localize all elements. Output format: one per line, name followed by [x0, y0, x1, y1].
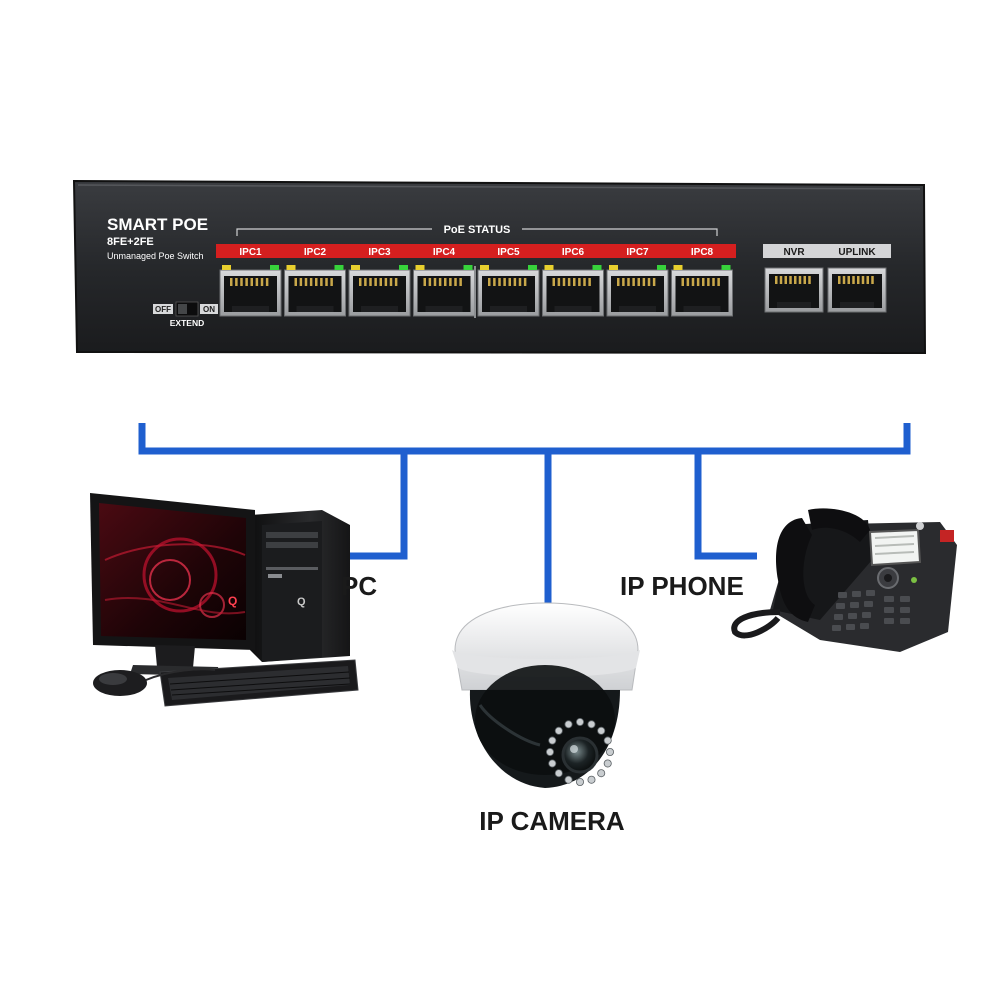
uplink-port-label-strip [763, 244, 891, 258]
extend-toggle-knob[interactable] [178, 304, 187, 314]
phone-handset [776, 518, 815, 622]
poe-port-label-7: IPC7 [626, 247, 649, 258]
pc-label: PC [341, 571, 377, 601]
ir-led [576, 778, 585, 787]
ip-camera-label: IP CAMERA [479, 806, 625, 836]
poe-port-3[interactable] [348, 265, 411, 317]
poe-status-bracket: PoE STATUS [236, 224, 718, 236]
ir-led [554, 769, 563, 778]
poe-port-label-2: IPC2 [304, 247, 327, 258]
extend-off-label: OFF [155, 305, 171, 314]
ir-led [597, 726, 606, 735]
ir-led [546, 748, 555, 757]
poe-port-7-poe-led [657, 265, 666, 270]
poe-port-8-link-led [673, 265, 683, 270]
uplink-ports [764, 267, 887, 313]
poe-port-5-link-led [480, 265, 489, 270]
poe-port-8[interactable] [671, 265, 733, 317]
poe-port-label-strip [216, 244, 736, 258]
uplink-port-labels: NVR UPLINK [783, 247, 876, 258]
extend-toggle[interactable]: OFF ON EXTEND [153, 301, 218, 328]
phone-cord [731, 609, 781, 639]
poe-port-4-link-led [415, 265, 425, 270]
pc-keyboard [159, 659, 359, 707]
screen-wallpaper-ornament-icon [142, 537, 218, 613]
poe-port-8-poe-led [721, 265, 731, 270]
phone-keypad [832, 590, 910, 631]
poe-port-4-poe-led [463, 265, 473, 270]
poe-port-4[interactable] [413, 265, 475, 317]
ir-led [576, 718, 585, 727]
ir-led [587, 720, 596, 729]
uplink-port-label-2: UPLINK [838, 247, 876, 258]
poe-port-6[interactable] [542, 265, 604, 317]
ir-led [564, 720, 573, 729]
poe-port-2-poe-led [334, 265, 344, 270]
uplink-port-2[interactable] [827, 267, 887, 313]
poe-port-label-6: IPC6 [562, 247, 585, 258]
camera-ir-led-ring [546, 718, 615, 787]
ir-led [564, 775, 573, 784]
tower-logo-icon: Q [297, 596, 306, 608]
pc-tower: Q [250, 510, 350, 662]
poe-port-5[interactable] [477, 265, 540, 317]
extend-label: EXTEND [170, 318, 204, 328]
pc-illustration: Q Q [90, 493, 359, 707]
poe-port-3-poe-led [399, 265, 408, 270]
poe-port-6-link-led [544, 265, 554, 270]
ir-led [603, 736, 612, 745]
phone-screen [868, 528, 922, 567]
poe-port-1-poe-led [270, 265, 279, 270]
switch-model: 8FE+2FE [107, 236, 154, 248]
ip-phone-label: IP PHONE [620, 571, 744, 601]
phone-brand-icon [916, 522, 924, 530]
ir-led [548, 759, 557, 768]
poe-port-label-1: IPC1 [239, 247, 262, 258]
connection-lines [138, 423, 911, 608]
pc-monitor: Q [90, 493, 255, 676]
phone-connector-line [694, 451, 757, 560]
poe-port-labels: IPC1 IPC2 IPC3 IPC4 IPC5 IPC6 IPC7 IPC8 [239, 247, 713, 258]
uplink-port-label-1: NVR [783, 247, 805, 258]
ir-led [597, 769, 606, 778]
ir-led [548, 736, 557, 745]
poe-port-5-poe-led [528, 265, 537, 270]
camera-lens [561, 736, 599, 774]
screen-logo-icon: Q [228, 594, 237, 608]
uplink-port-1[interactable] [764, 267, 824, 313]
poe-port-label-8: IPC8 [691, 247, 714, 258]
poe-port-label-5: IPC5 [497, 247, 520, 258]
poe-port-7[interactable] [606, 265, 669, 317]
ir-led [587, 775, 596, 784]
ir-led [603, 759, 612, 768]
poe-status-label: PoE STATUS [444, 224, 511, 236]
switch-subtitle: Unmanaged Poe Switch [107, 251, 204, 261]
poe-port-label-3: IPC3 [368, 247, 391, 258]
poe-port-1-link-led [222, 265, 231, 270]
ir-led [554, 726, 563, 735]
pc-mouse [93, 668, 216, 696]
poe-port-2[interactable] [284, 265, 346, 317]
ip-camera-illustration [452, 602, 640, 788]
poe-port-7-link-led [609, 265, 618, 270]
poe-port-2-link-led [286, 265, 296, 270]
switch-chassis-highlight [77, 184, 921, 190]
ip-phone-illustration [731, 508, 957, 652]
extend-on-label: ON [203, 305, 215, 314]
poe-port-label-4: IPC4 [433, 247, 456, 258]
poe-port-6-poe-led [592, 265, 602, 270]
poe-switch: SMART POE 8FE+2FE Unmanaged Poe Switch P… [72, 179, 927, 355]
ir-led [606, 748, 615, 757]
bus-line [138, 423, 911, 455]
pc-connector-line [344, 451, 408, 560]
poe-port-3-link-led [351, 265, 360, 270]
poe-port-1[interactable] [219, 265, 282, 317]
switch-brand: SMART POE [107, 215, 208, 234]
poe-ports [219, 265, 733, 318]
